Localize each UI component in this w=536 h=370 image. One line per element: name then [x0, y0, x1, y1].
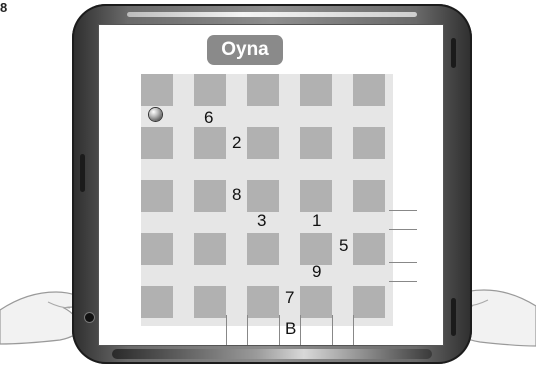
exit-line: [389, 229, 417, 230]
camera-icon: [85, 313, 94, 322]
game-board: [141, 74, 393, 326]
grid-cell: [353, 74, 385, 106]
grid-cell: [247, 74, 279, 106]
grid-cell: [353, 127, 385, 159]
board-number: 3: [257, 212, 266, 229]
exit-line: [389, 210, 417, 211]
grid-cell: [247, 180, 279, 212]
grid-cell: [300, 180, 332, 212]
board-number: 1: [312, 212, 321, 229]
tablet-top-edge: [127, 12, 417, 17]
board-number: B: [285, 320, 296, 337]
grid-cell: [247, 127, 279, 159]
exit-line: [300, 315, 301, 345]
grid-cell: [141, 74, 173, 106]
grid-cell: [194, 127, 226, 159]
exit-line: [353, 315, 354, 345]
tablet-screen: Oyna 6 2 8 3 1 5 9 7 B: [98, 24, 444, 346]
grid-cell: [194, 286, 226, 318]
grid-cell: [141, 233, 173, 265]
grid-cell: [194, 180, 226, 212]
grid-cell: [300, 74, 332, 106]
grid-cell: [353, 233, 385, 265]
tablet-bottom-edge: [112, 349, 432, 359]
grid-cell: [300, 286, 332, 318]
board-number: 2: [232, 134, 241, 151]
board-number: 6: [204, 109, 213, 126]
grid-cell: [247, 233, 279, 265]
board-number: 5: [339, 237, 348, 254]
exit-line: [332, 315, 333, 345]
board-number: 9: [312, 263, 321, 280]
grid-cell: [247, 286, 279, 318]
side-button-right-bottom[interactable]: [451, 298, 456, 336]
exit-line: [279, 315, 280, 345]
grid-cell: [300, 233, 332, 265]
exit-line: [389, 262, 417, 263]
board-number: 7: [285, 289, 294, 306]
play-button[interactable]: Oyna: [207, 35, 283, 65]
side-button-left[interactable]: [80, 154, 85, 192]
ball-icon[interactable]: [149, 108, 162, 121]
exit-line: [226, 315, 227, 345]
side-button-right-top[interactable]: [451, 38, 456, 68]
grid-cell: [194, 74, 226, 106]
grid-cell: [141, 286, 173, 318]
exit-line: [389, 281, 417, 282]
grid-cell: [300, 127, 332, 159]
grid-cell: [141, 127, 173, 159]
board-number: 8: [232, 186, 241, 203]
grid-cell: [141, 180, 173, 212]
grid-cell: [353, 286, 385, 318]
figure-label: 8: [0, 0, 7, 15]
exit-line: [247, 315, 248, 345]
grid-cell: [194, 233, 226, 265]
grid-cell: [353, 180, 385, 212]
